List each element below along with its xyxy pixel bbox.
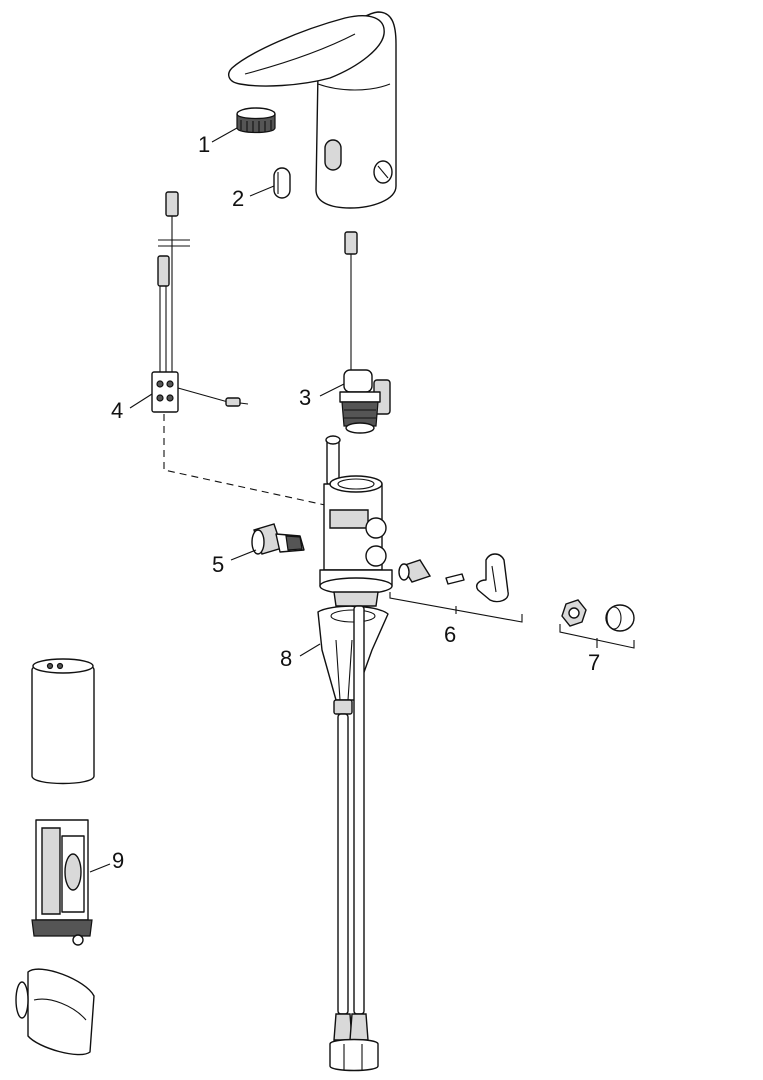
part-1-aerator [236,107,276,134]
part-8-mounting-support [317,605,389,715]
supply-hoses [329,605,379,1072]
battery-mount-bracket [15,968,95,1056]
callout-2: 2 [232,186,244,211]
callout-1: 1 [198,132,210,157]
part-3-sensor-electronics [339,231,391,434]
part-7-nut-and-cap [561,599,635,632]
callout-4: 4 [111,398,123,423]
callout-8: 8 [280,646,292,671]
valve-body [319,435,393,607]
part-9-battery-housing [31,819,93,946]
callout-5: 5 [212,552,224,577]
callout-9: 9 [112,848,124,873]
callout-3: 3 [299,385,311,410]
assembly-guide-line [163,414,326,506]
callout-7: 7 [588,650,600,675]
part-5-fitting [251,523,305,555]
battery-cover [31,658,95,785]
part-6-lever-set [398,553,509,603]
callout-6: 6 [444,622,456,647]
faucet-body [228,11,397,209]
part-4-cable-harness [151,191,249,413]
part-2-sensor-window [273,167,291,199]
